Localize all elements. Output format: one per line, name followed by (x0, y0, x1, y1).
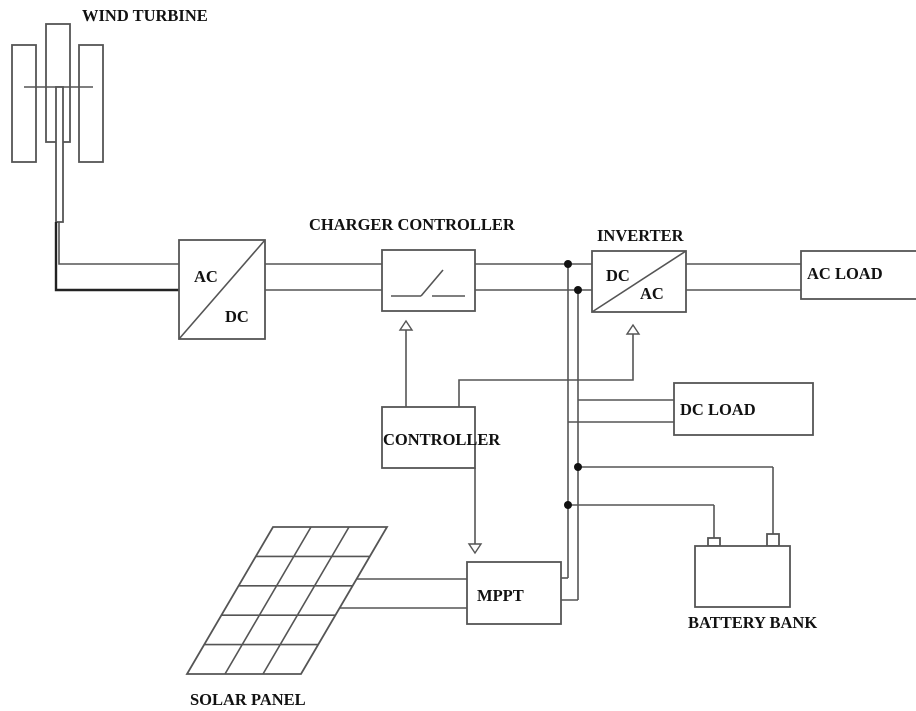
inverter-block (591, 250, 687, 313)
rectifier-output-label: DC (225, 307, 249, 326)
signal-controller-inverter (458, 334, 634, 407)
wire-turbine-rectifier-top (58, 222, 179, 265)
arrowhead-up-icon (625, 323, 641, 335)
dc-load-label: DC LOAD (680, 400, 756, 419)
mppt-label: MPPT (477, 586, 524, 605)
battery-terminal-negative (707, 537, 721, 547)
rectifier-input-label: AC (194, 267, 218, 286)
controller-block (381, 406, 476, 469)
rectifier-block (178, 239, 266, 340)
junction-dot (574, 463, 582, 471)
junction-dot (574, 286, 582, 294)
charger-controller-block (381, 249, 476, 312)
mppt-block (466, 561, 562, 625)
junction-dot (564, 501, 572, 509)
solar-panel-frame (185, 526, 389, 675)
wire-turbine-rectifier-bottom (54, 222, 179, 292)
arrowhead-down-icon (467, 543, 483, 555)
battery-bank-block (694, 533, 791, 608)
inverter-input-label: DC (606, 266, 630, 285)
switch-blade (420, 269, 444, 297)
solar-panel-grid-line (262, 526, 350, 675)
arrowhead-up-icon (398, 319, 414, 331)
battery-body (694, 545, 791, 608)
turbine-mast (55, 86, 64, 223)
inverter-output-label: AC (640, 284, 664, 303)
wind-turbine (11, 23, 104, 223)
battery-bank-label: BATTERY BANK (688, 613, 817, 632)
battery-terminal-positive (766, 533, 780, 547)
ac-load-label: AC LOAD (807, 264, 883, 283)
dc-load-block (673, 382, 814, 436)
solar-panel (185, 526, 389, 675)
controller-label: CONTROLLER (383, 430, 501, 449)
ac-load-block (800, 250, 916, 300)
inverter-diagonal (591, 250, 687, 313)
wind-turbine-label: WIND TURBINE (82, 6, 208, 25)
solar-panel-grid-line (224, 526, 312, 675)
rectifier-diagonal (178, 239, 266, 340)
charger-controller-label: CHARGER CONTROLLER (309, 215, 516, 234)
turbine-blade-left (11, 44, 37, 163)
junction-dot (564, 260, 572, 268)
inverter-label: INVERTER (597, 226, 685, 245)
turbine-blade-right (78, 44, 104, 163)
solar-panel-label: SOLAR PANEL (190, 690, 306, 709)
